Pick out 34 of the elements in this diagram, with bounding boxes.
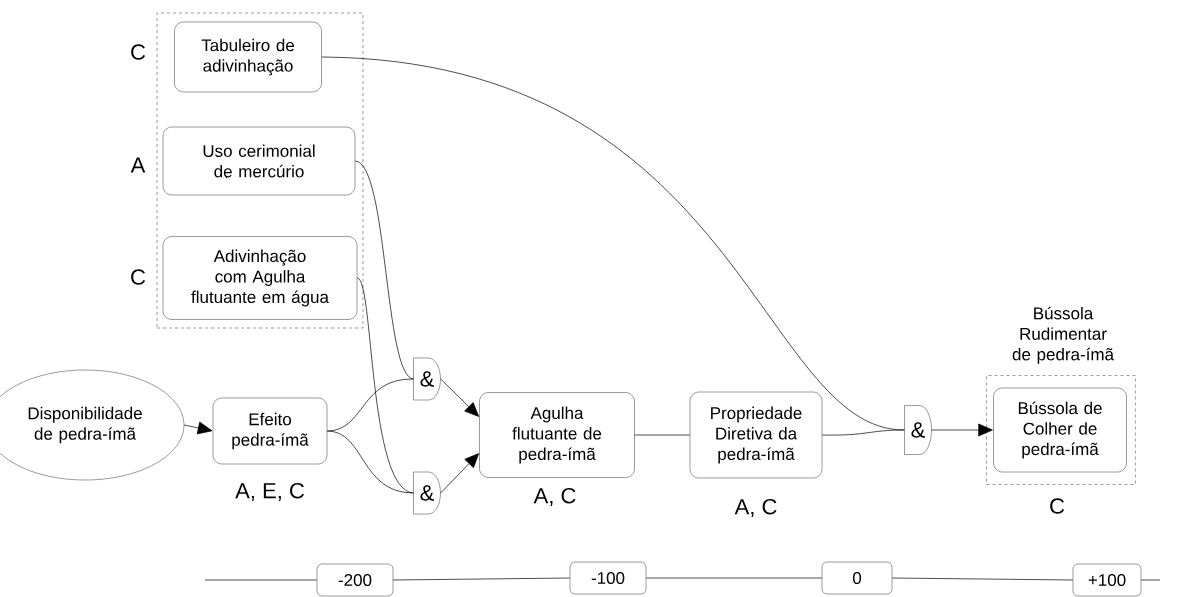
process-box: Tabuleiro de adivinhação (174, 21, 322, 93)
source-label: C (131, 269, 146, 285)
arrow (183, 421, 213, 435)
and-gate: & (413, 357, 441, 401)
source-label: A, E, C (235, 482, 304, 502)
connector-line (356, 277, 414, 494)
dashed-frame (156, 12, 364, 329)
timeline-line (645, 577, 823, 579)
arrow (931, 423, 993, 437)
process-box: Propriedade Diretiva da pedra-ímã (689, 391, 823, 479)
node-label: Bússola Rudimentar de pedra-ímã (1012, 306, 1115, 364)
source-label: C (1050, 498, 1065, 514)
connector-line (634, 434, 691, 436)
connector-line (821, 429, 905, 436)
source-label: C (131, 44, 146, 60)
timeline-line (891, 577, 1074, 581)
timeline-line (204, 579, 318, 581)
process-box: Adivinhação com Agulha flutuante em água (162, 236, 358, 320)
arrow (440, 453, 480, 494)
arrow (440, 378, 480, 417)
and-gate: & (413, 471, 441, 515)
timeline-line (1140, 579, 1161, 581)
connector-line (326, 378, 414, 432)
timeline-line (392, 577, 571, 581)
connector-line (354, 160, 414, 380)
and-gate: & (904, 405, 932, 455)
source-label: A, C (734, 498, 777, 518)
process-box: Bússola de Colher de pedra-ímã (993, 387, 1127, 473)
connector-line (326, 430, 414, 494)
process-box: Agulha flutuante de pedra-ímã (479, 392, 635, 478)
source-label: A, C (533, 487, 576, 507)
source-label: A (130, 157, 146, 173)
process-box: Efeito pedra-ímã (212, 397, 328, 465)
process-box: Uso cerimonial de mercúrio (162, 126, 356, 196)
